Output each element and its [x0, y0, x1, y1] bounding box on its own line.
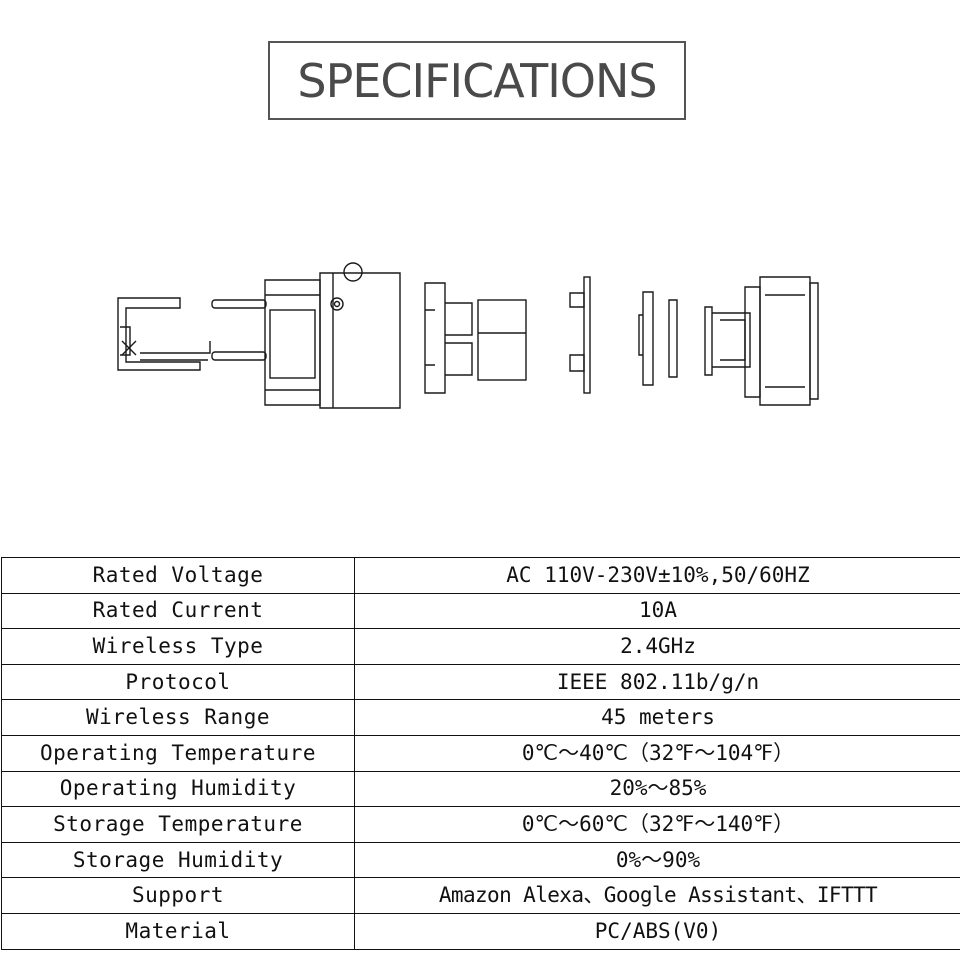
spec-value: 2.4GHz: [354, 628, 960, 665]
table-row: Rated Current 10A: [1, 592, 960, 630]
spec-label: Wireless Range: [1, 699, 355, 736]
specifications-table: Rated Voltage AC 110V-230V±10%,50/60HZ R…: [1, 557, 960, 950]
table-row: Rated Voltage AC 110V-230V±10%,50/60HZ: [1, 557, 960, 594]
table-row: Protocol IEEE 802.11b/g/n: [1, 663, 960, 701]
spec-value: IEEE 802.11b/g/n: [354, 663, 960, 701]
spec-label: Operating Humidity: [1, 770, 355, 808]
exploded-smart-plug-diagram-icon: [117, 262, 819, 409]
table-row: Operating Temperature 0℃～40℃（32℉～104℉）: [1, 734, 960, 772]
plug-body-part: [211, 262, 401, 409]
spec-value: 0℃～60℃（32℉～140℉）: [354, 806, 960, 843]
spec-label: Storage Temperature: [1, 806, 355, 843]
spec-value: 45 meters: [354, 699, 960, 736]
spec-value: 0%～90%: [354, 841, 960, 879]
small-clip-parts: [638, 291, 678, 386]
spec-label: Rated Voltage: [1, 557, 355, 594]
title-box: SPECIFICATIONS: [268, 41, 686, 120]
relay-frame-part: [424, 282, 527, 394]
pcb-board-part: [569, 276, 591, 394]
table-row: Material PC/ABS(V0): [1, 912, 960, 950]
table-row: Operating Humidity 20%～85%: [1, 770, 960, 808]
spec-value: PC/ABS(V0): [354, 912, 960, 950]
spec-label: Material: [1, 912, 355, 950]
spec-label: Support: [1, 877, 355, 914]
table-row: Storage Temperature 0℃～60℃（32℉～140℉）: [1, 806, 960, 843]
spec-label: Operating Temperature: [1, 734, 355, 772]
spec-label: Wireless Type: [1, 628, 355, 665]
spec-value: 0℃～40℃（32℉～104℉）: [354, 734, 960, 772]
spec-value: Amazon Alexa、Google Assistant、IFTTT: [354, 877, 960, 914]
spec-value: 20%～85%: [354, 770, 960, 808]
spec-value: 10A: [354, 592, 960, 630]
page-title: SPECIFICATIONS: [297, 53, 657, 108]
spec-label: Rated Current: [1, 592, 355, 630]
table-row: Support Amazon Alexa、Google Assistant、IF…: [1, 877, 960, 914]
earth-clip-part: [117, 297, 211, 371]
table-row: Wireless Range 45 meters: [1, 699, 960, 736]
spec-label: Storage Humidity: [1, 841, 355, 879]
spec-label: Protocol: [1, 663, 355, 701]
table-row: Wireless Type 2.4GHz: [1, 628, 960, 665]
spec-value: AC 110V-230V±10%,50/60HZ: [354, 557, 960, 594]
socket-cover-part: [704, 276, 819, 406]
table-row: Storage Humidity 0%～90%: [1, 841, 960, 879]
